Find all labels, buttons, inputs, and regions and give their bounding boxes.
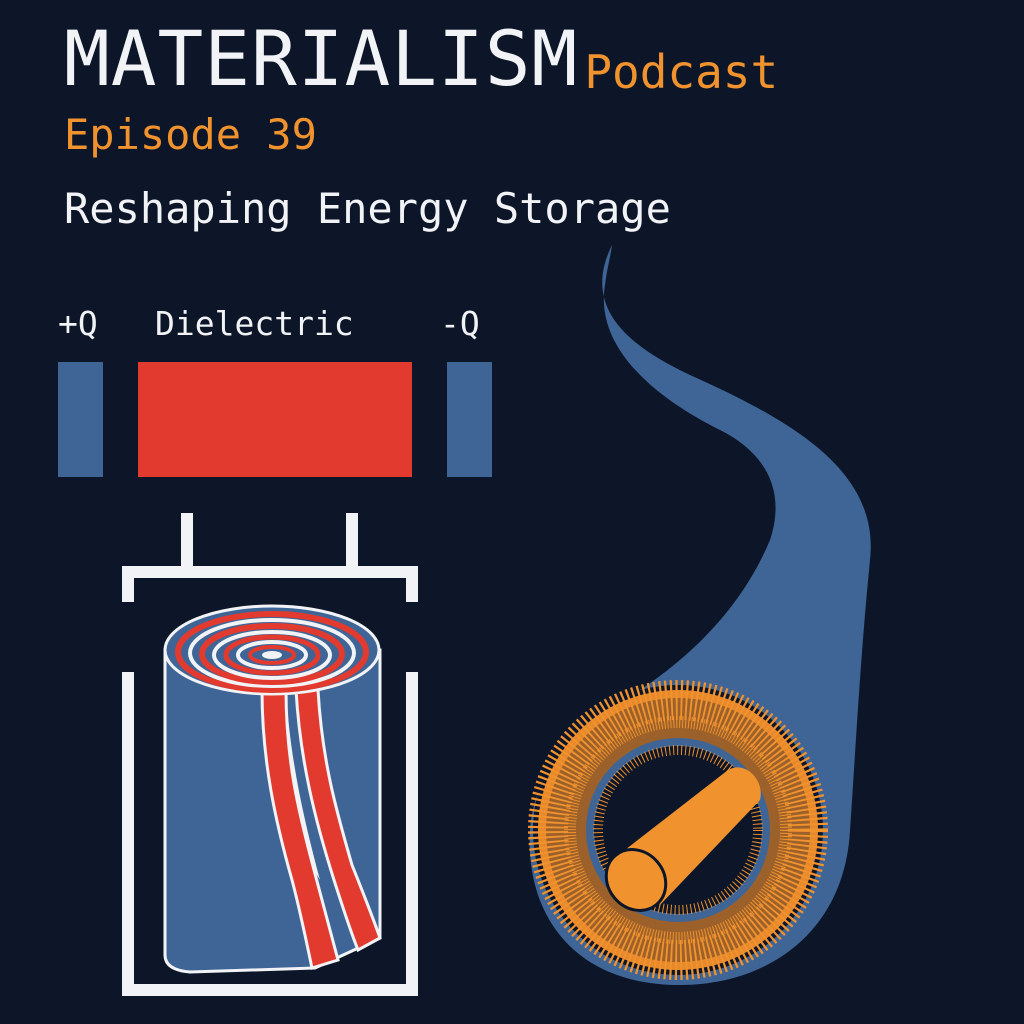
episode-title: Reshaping Energy Storage [64, 184, 671, 233]
orange-cylinder [604, 767, 761, 912]
podcast-label: Podcast [584, 45, 779, 99]
podcast-title: MATERIALISM [64, 14, 579, 103]
dielectric-block [138, 362, 412, 477]
battery-casing [122, 513, 418, 996]
negative-plate [447, 362, 492, 477]
positive-charge-label: +Q [58, 304, 98, 343]
podcast-brand: MATERIALISM Podcast [64, 14, 778, 104]
episode-number: Episode 39 [64, 110, 317, 159]
negative-charge-label: -Q [440, 304, 480, 343]
positive-plate [58, 362, 103, 477]
wound-capacitor-roll [163, 604, 382, 974]
dielectric-label: Dielectric [155, 304, 354, 343]
